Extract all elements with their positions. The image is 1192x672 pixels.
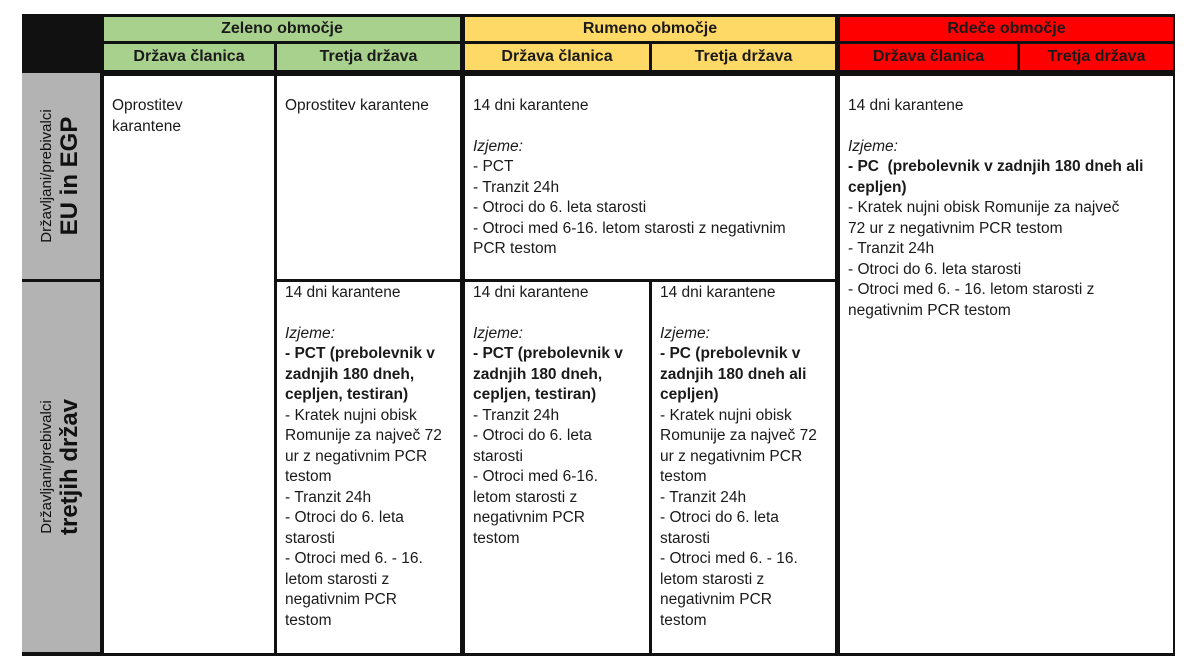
- text-line: Oprostitev: [112, 97, 183, 114]
- exception-item: letom starosti z: [473, 488, 578, 506]
- cell-red-all: 14 dni karantene Izjeme: - PC (prebolevn…: [840, 76, 1173, 653]
- exception-bold: zadnjih 180 dneh ali: [660, 365, 807, 383]
- exception-item: - Tranzit 24h: [285, 488, 372, 506]
- exceptions-label: Izjeme:: [473, 137, 523, 155]
- exception-item: letom starosti z: [285, 570, 390, 588]
- exception-item: Romunije za največ 72: [285, 427, 442, 444]
- subheader-yellow-member: Država članica: [465, 44, 649, 70]
- exception-item: - PCT: [473, 158, 514, 175]
- exception-item: - Otroci do 6. leta: [285, 509, 404, 526]
- row-label-eu-big: EU in EGP: [56, 116, 83, 236]
- exception-item: 72 ur z negativnim PCR testom: [848, 219, 1063, 237]
- exception-item: letom starosti z: [660, 570, 765, 588]
- exception-item: negativnim PCR: [660, 591, 772, 608]
- cell-green-third-third: 14 dni karantene Izjeme: - PCT (prebolev…: [277, 282, 460, 653]
- exception-bold: - PC (prebolevnik v: [660, 345, 801, 362]
- exception-item: PCR testom: [473, 240, 557, 257]
- exception-item: - Otroci med 6. - 16.: [285, 550, 423, 567]
- exception-bold: zadnjih 180 dneh,: [473, 365, 603, 383]
- exceptions-label: Izjeme:: [848, 137, 898, 155]
- exception-bold: cepljen, testiran): [473, 386, 597, 403]
- subheader-red-third: Tretja država: [1020, 44, 1173, 70]
- exception-bold: - PCT (prebolevnik v: [473, 345, 623, 362]
- row-label-third-big: tretjih držav: [56, 398, 83, 536]
- exception-item: Romunije za največ 72: [660, 427, 817, 444]
- zone-header-yellow: Rumeno območje: [465, 17, 835, 41]
- exception-item: - Otroci med 6-16. letom starosti z nega…: [473, 219, 786, 237]
- zone-header-red: Rdeče območje: [840, 17, 1173, 41]
- exception-item: - Otroci do 6. leta starosti: [473, 199, 647, 216]
- cell-green-third-eu: Oprostitev karantene: [277, 76, 460, 279]
- exception-bold: cepljen): [660, 386, 719, 403]
- exception-item: - Otroci med 6-16.: [473, 468, 598, 485]
- exception-item: ur z negativnim PCR: [285, 447, 428, 465]
- quarantine-heading: 14 dni karantene: [660, 284, 776, 301]
- exception-item: - Otroci med 6. - 16. letom starosti z: [848, 281, 1095, 298]
- zone-header-green: Zeleno območje: [104, 17, 460, 41]
- exception-item: - Otroci med 6. - 16.: [660, 550, 798, 567]
- exception-bold: cepljen, testiran): [285, 386, 409, 403]
- subheader-yellow-third: Tretja država: [652, 44, 835, 70]
- quarantine-heading: 14 dni karantene: [473, 284, 589, 301]
- text-line: Oprostitev karantene: [285, 97, 429, 114]
- exceptions-label: Izjeme:: [285, 324, 335, 342]
- exception-item: negativnim PCR: [473, 509, 585, 526]
- quarantine-heading: 14 dni karantene: [285, 284, 401, 301]
- exception-item: testom: [473, 529, 520, 547]
- exception-item: - Tranzit 24h: [473, 406, 560, 424]
- subheader-green-third: Tretja država: [277, 44, 460, 70]
- quarantine-heading: 14 dni karantene: [473, 97, 589, 114]
- exception-item: - Otroci do 6. leta starosti: [848, 260, 1022, 278]
- cell-yellow-third-third: 14 dni karantene Izjeme: - PC (prebolevn…: [652, 282, 835, 653]
- exception-item: testom: [660, 611, 707, 629]
- exception-bold: - PC (prebolevnik v zadnjih 180 dneh ali: [848, 158, 1144, 175]
- exception-item: - Tranzit 24h: [660, 488, 747, 506]
- exception-item: testom: [285, 468, 332, 485]
- exception-item: - Otroci do 6. leta: [473, 427, 592, 444]
- quarantine-heading: 14 dni karantene: [848, 97, 964, 114]
- exception-bold: cepljen): [848, 178, 907, 196]
- exception-item: negativnim PCR testom: [848, 301, 1011, 319]
- cell-yellow-member-third: 14 dni karantene Izjeme: - PCT (prebolev…: [465, 282, 649, 653]
- row-label-eu-small: Državljani/prebivalci: [38, 109, 55, 243]
- exception-item: starosti: [285, 529, 335, 547]
- cell-green-member: Oprostitev karantene: [104, 76, 274, 653]
- exception-item: starosti: [660, 529, 710, 547]
- exception-item: ur z negativnim PCR: [660, 447, 803, 465]
- subheader-green-member: Država članica: [104, 44, 274, 70]
- exception-item: testom: [660, 468, 707, 485]
- exceptions-label: Izjeme:: [473, 324, 523, 342]
- exception-item: starosti: [473, 447, 523, 465]
- exceptions-label: Izjeme:: [660, 324, 710, 342]
- exception-bold: zadnjih 180 dneh,: [285, 365, 415, 383]
- row-label-third-small: Državljani/prebivalci: [38, 400, 55, 534]
- subheader-red-member: Država članica: [840, 44, 1017, 70]
- cell-yellow-eu: 14 dni karantene Izjeme: - PCT - Tranzit…: [465, 76, 835, 279]
- exception-item: - Otroci do 6. leta: [660, 509, 779, 526]
- exception-item: negativnim PCR: [285, 591, 397, 608]
- exception-item: - Tranzit 24h: [848, 240, 935, 257]
- exception-bold: - PCT (prebolevnik v: [285, 345, 435, 362]
- exception-item: - Kratek nujni obisk: [285, 406, 417, 424]
- exception-item: testom: [285, 611, 332, 629]
- exception-item: - Kratek nujni obisk: [660, 406, 792, 424]
- exception-item: - Tranzit 24h: [473, 178, 560, 196]
- exception-item: - Kratek nujni obisk Romunije za največ: [848, 199, 1120, 216]
- row-label-eu: Državljani/prebivalci EU in EGP: [22, 73, 100, 279]
- text-line: karantene: [112, 117, 181, 135]
- row-label-third: Državljani/prebivalci tretjih držav: [22, 282, 100, 652]
